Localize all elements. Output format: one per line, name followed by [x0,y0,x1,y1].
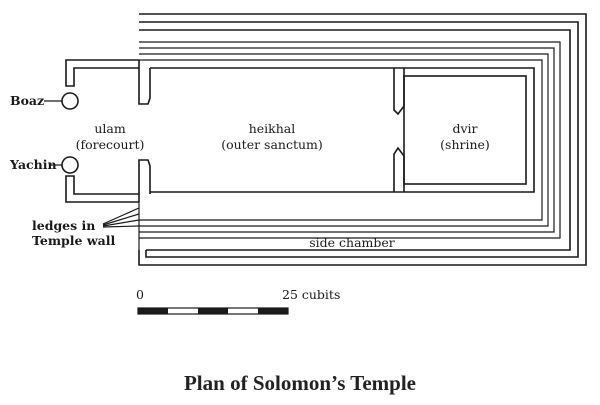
yachin-pillar-icon [61,156,79,174]
diagram-title: Plan of Solomon’s Temple [184,371,416,395]
ledges-leader-3 [102,219,140,227]
pillars [44,92,79,174]
dvir-room [403,75,527,185]
scale-segment-3 [198,308,228,314]
heikhal-top-wall [150,67,535,193]
scale-start-label: 0 [136,287,144,302]
heikhal-desc-label: (outer sanctum) [221,137,323,152]
scale-bar: 0 25 cubits [136,287,340,315]
ledges-leader-lines [102,207,140,228]
ulam-walls [65,59,151,250]
dvir-name-label: dvir [452,121,477,136]
outer-wall-inner-line [139,29,571,251]
front-pier-bottom [138,159,151,202]
dvir-divider-top [393,68,405,116]
dvir-desc-label: (shrine) [440,137,490,152]
dvir-divider-bottom [393,146,405,192]
ulam-top-wall [65,59,139,87]
side-chamber-label: side chamber [309,235,395,250]
yachin-label: Yachin [9,157,57,172]
ledges-leader-4 [102,225,140,228]
temple-wall-ledges [139,41,561,239]
scale-segment-5 [258,308,288,314]
ulam-desc-label: (forecourt) [76,137,145,152]
outer-wall-middle-line [139,21,579,258]
ledges-label-line2: Temple wall [32,233,115,248]
ledge-line-2 [139,47,555,233]
side-chamber-walls [138,13,587,266]
outer-wall-outer-line [138,13,587,266]
ledges-leader-1 [102,207,140,225]
ledge-line-1 [139,41,561,239]
ledge-line-4 [139,59,543,221]
ledges-leader-2 [102,213,140,226]
ulam-name-label: ulam [94,121,126,136]
ledges-label-line1: ledges in [32,218,95,233]
ulam-bottom-wall [65,175,139,203]
heikhal-name-label: heikhal [249,121,296,136]
boaz-label: Boaz [10,93,44,108]
scale-segment-1 [138,308,168,314]
boaz-pillar-icon [61,92,79,110]
front-pier-top [138,60,151,105]
ledge-line-3 [139,53,549,227]
scale-end-label: 25 cubits [282,287,340,302]
